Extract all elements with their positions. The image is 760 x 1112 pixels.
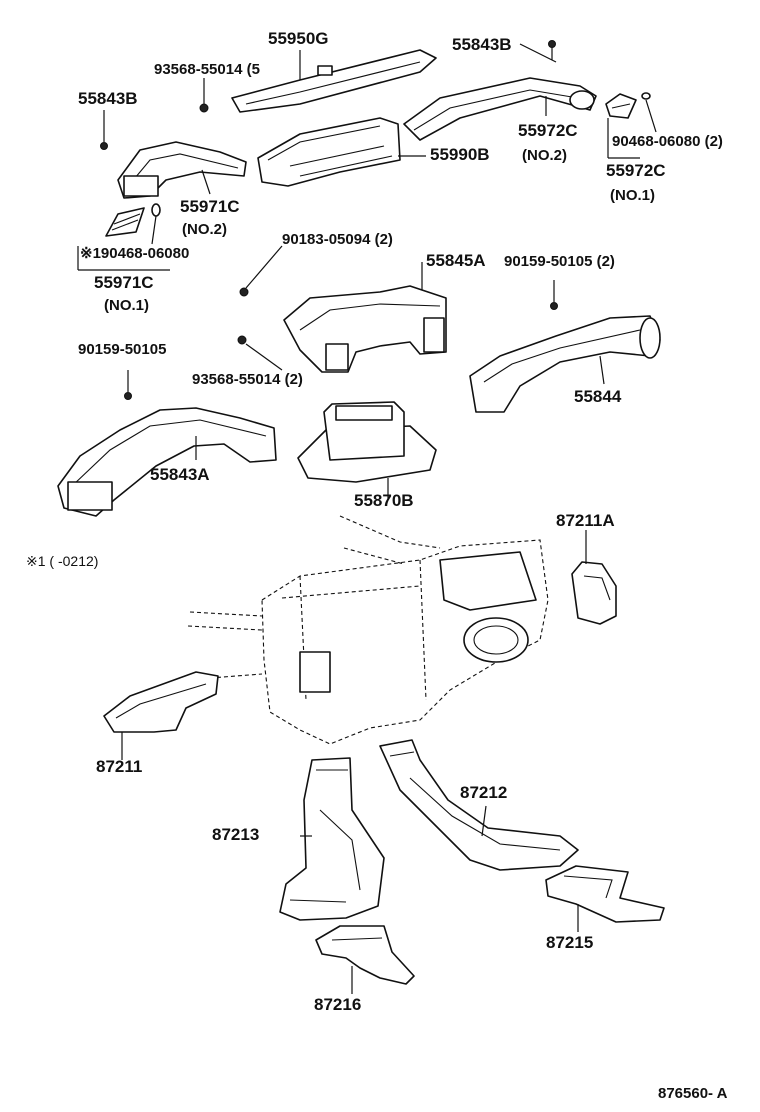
nozzle-55990b: [257, 117, 401, 187]
grill-55971c-no1: [105, 203, 161, 237]
duct-87216: [315, 925, 415, 985]
label-90468-right: 90468-06080 (2): [612, 133, 723, 150]
leader-lines: [77, 43, 657, 994]
screw-93568-top: [199, 103, 209, 113]
label-90159-left: 90159-50105: [78, 341, 166, 358]
label-87216: 87216: [314, 995, 361, 1014]
duct-55845a: [283, 285, 447, 373]
label-55844: 55844: [574, 387, 622, 406]
label-note: ※1 ( -0212): [26, 553, 98, 569]
duct-87212: [379, 739, 579, 871]
screw-90159-left: [124, 370, 132, 400]
label-93568-top: 93568-55014 (5: [154, 61, 260, 78]
label-55990b: 55990B: [430, 145, 490, 164]
label-55972c-no2: 55972C: [518, 121, 578, 140]
duct-87215: [545, 865, 665, 923]
duct-87211: [103, 671, 219, 733]
duct-87211a: [571, 561, 617, 625]
duct-55843a: [57, 407, 277, 517]
duct-55844: [469, 315, 661, 413]
duct-87213: [279, 757, 385, 921]
label-55971c-no1-sub: (NO.1): [104, 297, 149, 314]
label-87211: 87211: [96, 757, 142, 776]
screw-90183: [239, 287, 249, 297]
diagram-code: 876560- A: [658, 1085, 728, 1102]
label-87213: 87213: [212, 825, 259, 844]
duct-55950g: [231, 49, 437, 113]
label-55843b-left: 55843B: [78, 89, 138, 108]
label-55843b-top: 55843B: [452, 35, 512, 54]
label-87211a: 87211A: [556, 511, 615, 530]
label-55972c-no1-sub: (NO.1): [610, 187, 655, 204]
label-55972c-no1: 55972C: [606, 161, 666, 180]
label-93568-mid: 93568-55014 (2): [192, 371, 303, 388]
duct-55972c-no2: [403, 77, 597, 141]
label-87215: 87215: [546, 933, 593, 952]
label-55971c-no2-sub: (NO.2): [182, 221, 227, 238]
label-90159-right: 90159-50105 (2): [504, 253, 615, 270]
screw-55843b-top: [548, 40, 556, 60]
screw-93568-mid: [237, 335, 247, 345]
label-87212: 87212: [460, 783, 507, 802]
label-55971c-no2: 55971C: [180, 197, 240, 216]
label-55950g: 55950G: [268, 29, 329, 48]
heater-unit: [187, 515, 549, 745]
label-90468-left: ※190468-06080: [80, 245, 189, 262]
screw-90159-right: [550, 280, 558, 310]
part-labels: 55950G 55843B 93568-55014 (5 55843B 5597…: [26, 29, 728, 1102]
label-55870b: 55870B: [354, 491, 414, 510]
label-55971c-no1: 55971C: [94, 273, 154, 292]
screw-55843b-left: [100, 110, 108, 150]
label-90183: 90183-05094 (2): [282, 231, 393, 248]
duct-55870b: [297, 401, 437, 483]
label-55845a: 55845A: [426, 251, 486, 270]
label-55843a: 55843A: [150, 465, 210, 484]
label-55972c-no2-sub: (NO.2): [522, 147, 567, 164]
duct-55971c-no2: [117, 141, 247, 199]
grill-55972c-no1: [605, 92, 651, 119]
